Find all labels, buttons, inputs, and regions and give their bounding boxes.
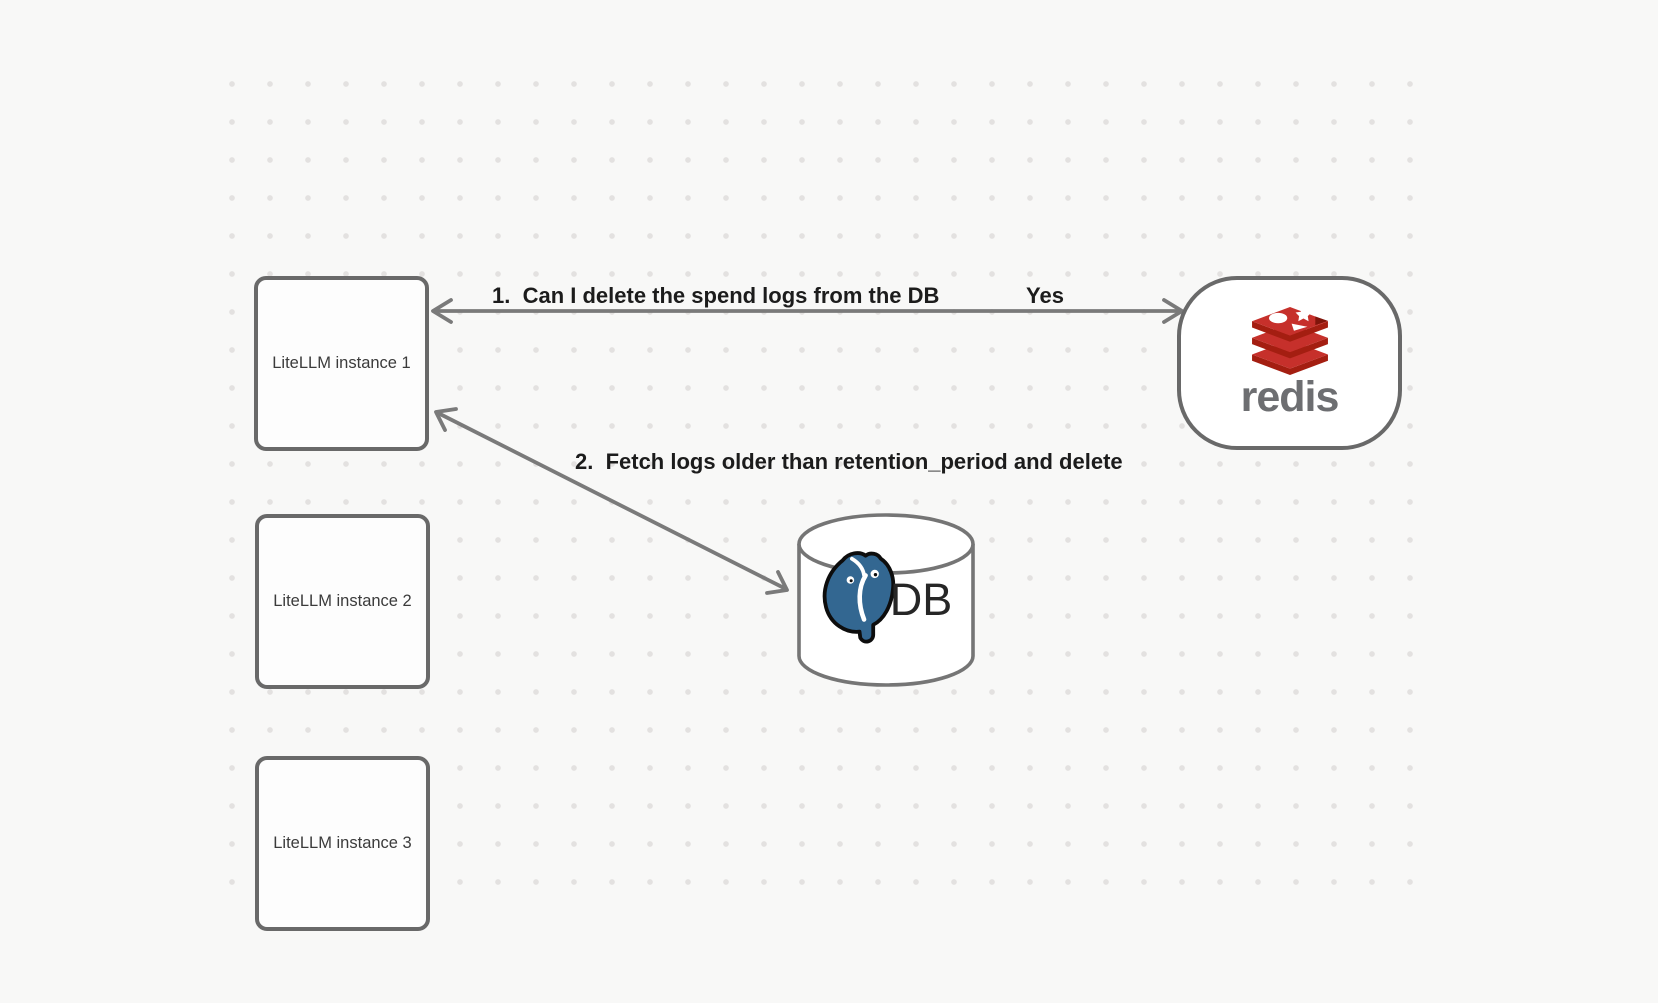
node-litellm-instance-1[interactable]: LiteLLM instance 1 <box>254 276 429 451</box>
arrow-fetch-logs[interactable] <box>434 407 789 595</box>
database-node-content[interactable]: DB <box>799 540 973 658</box>
node-label: LiteLLM instance 3 <box>273 834 412 852</box>
node-label: LiteLLM instance 1 <box>272 354 411 372</box>
node-label: LiteLLM instance 2 <box>273 592 412 610</box>
edge1-response-label: Yes <box>1026 283 1064 308</box>
edge2-label: 2. Fetch logs older than retention_perio… <box>575 449 1123 474</box>
db-label: DB <box>889 573 953 625</box>
edge1-label: 1. Can I delete the spend logs from the … <box>492 283 940 308</box>
node-redis[interactable]: redis <box>1177 276 1402 450</box>
node-litellm-instance-2[interactable]: LiteLLM instance 2 <box>255 514 430 689</box>
node-litellm-instance-3[interactable]: LiteLLM instance 3 <box>255 756 430 931</box>
postgresql-elephant-icon <box>822 551 895 644</box>
redis-stack-icon <box>1251 307 1328 375</box>
redis-wordmark: redis <box>1240 373 1340 421</box>
